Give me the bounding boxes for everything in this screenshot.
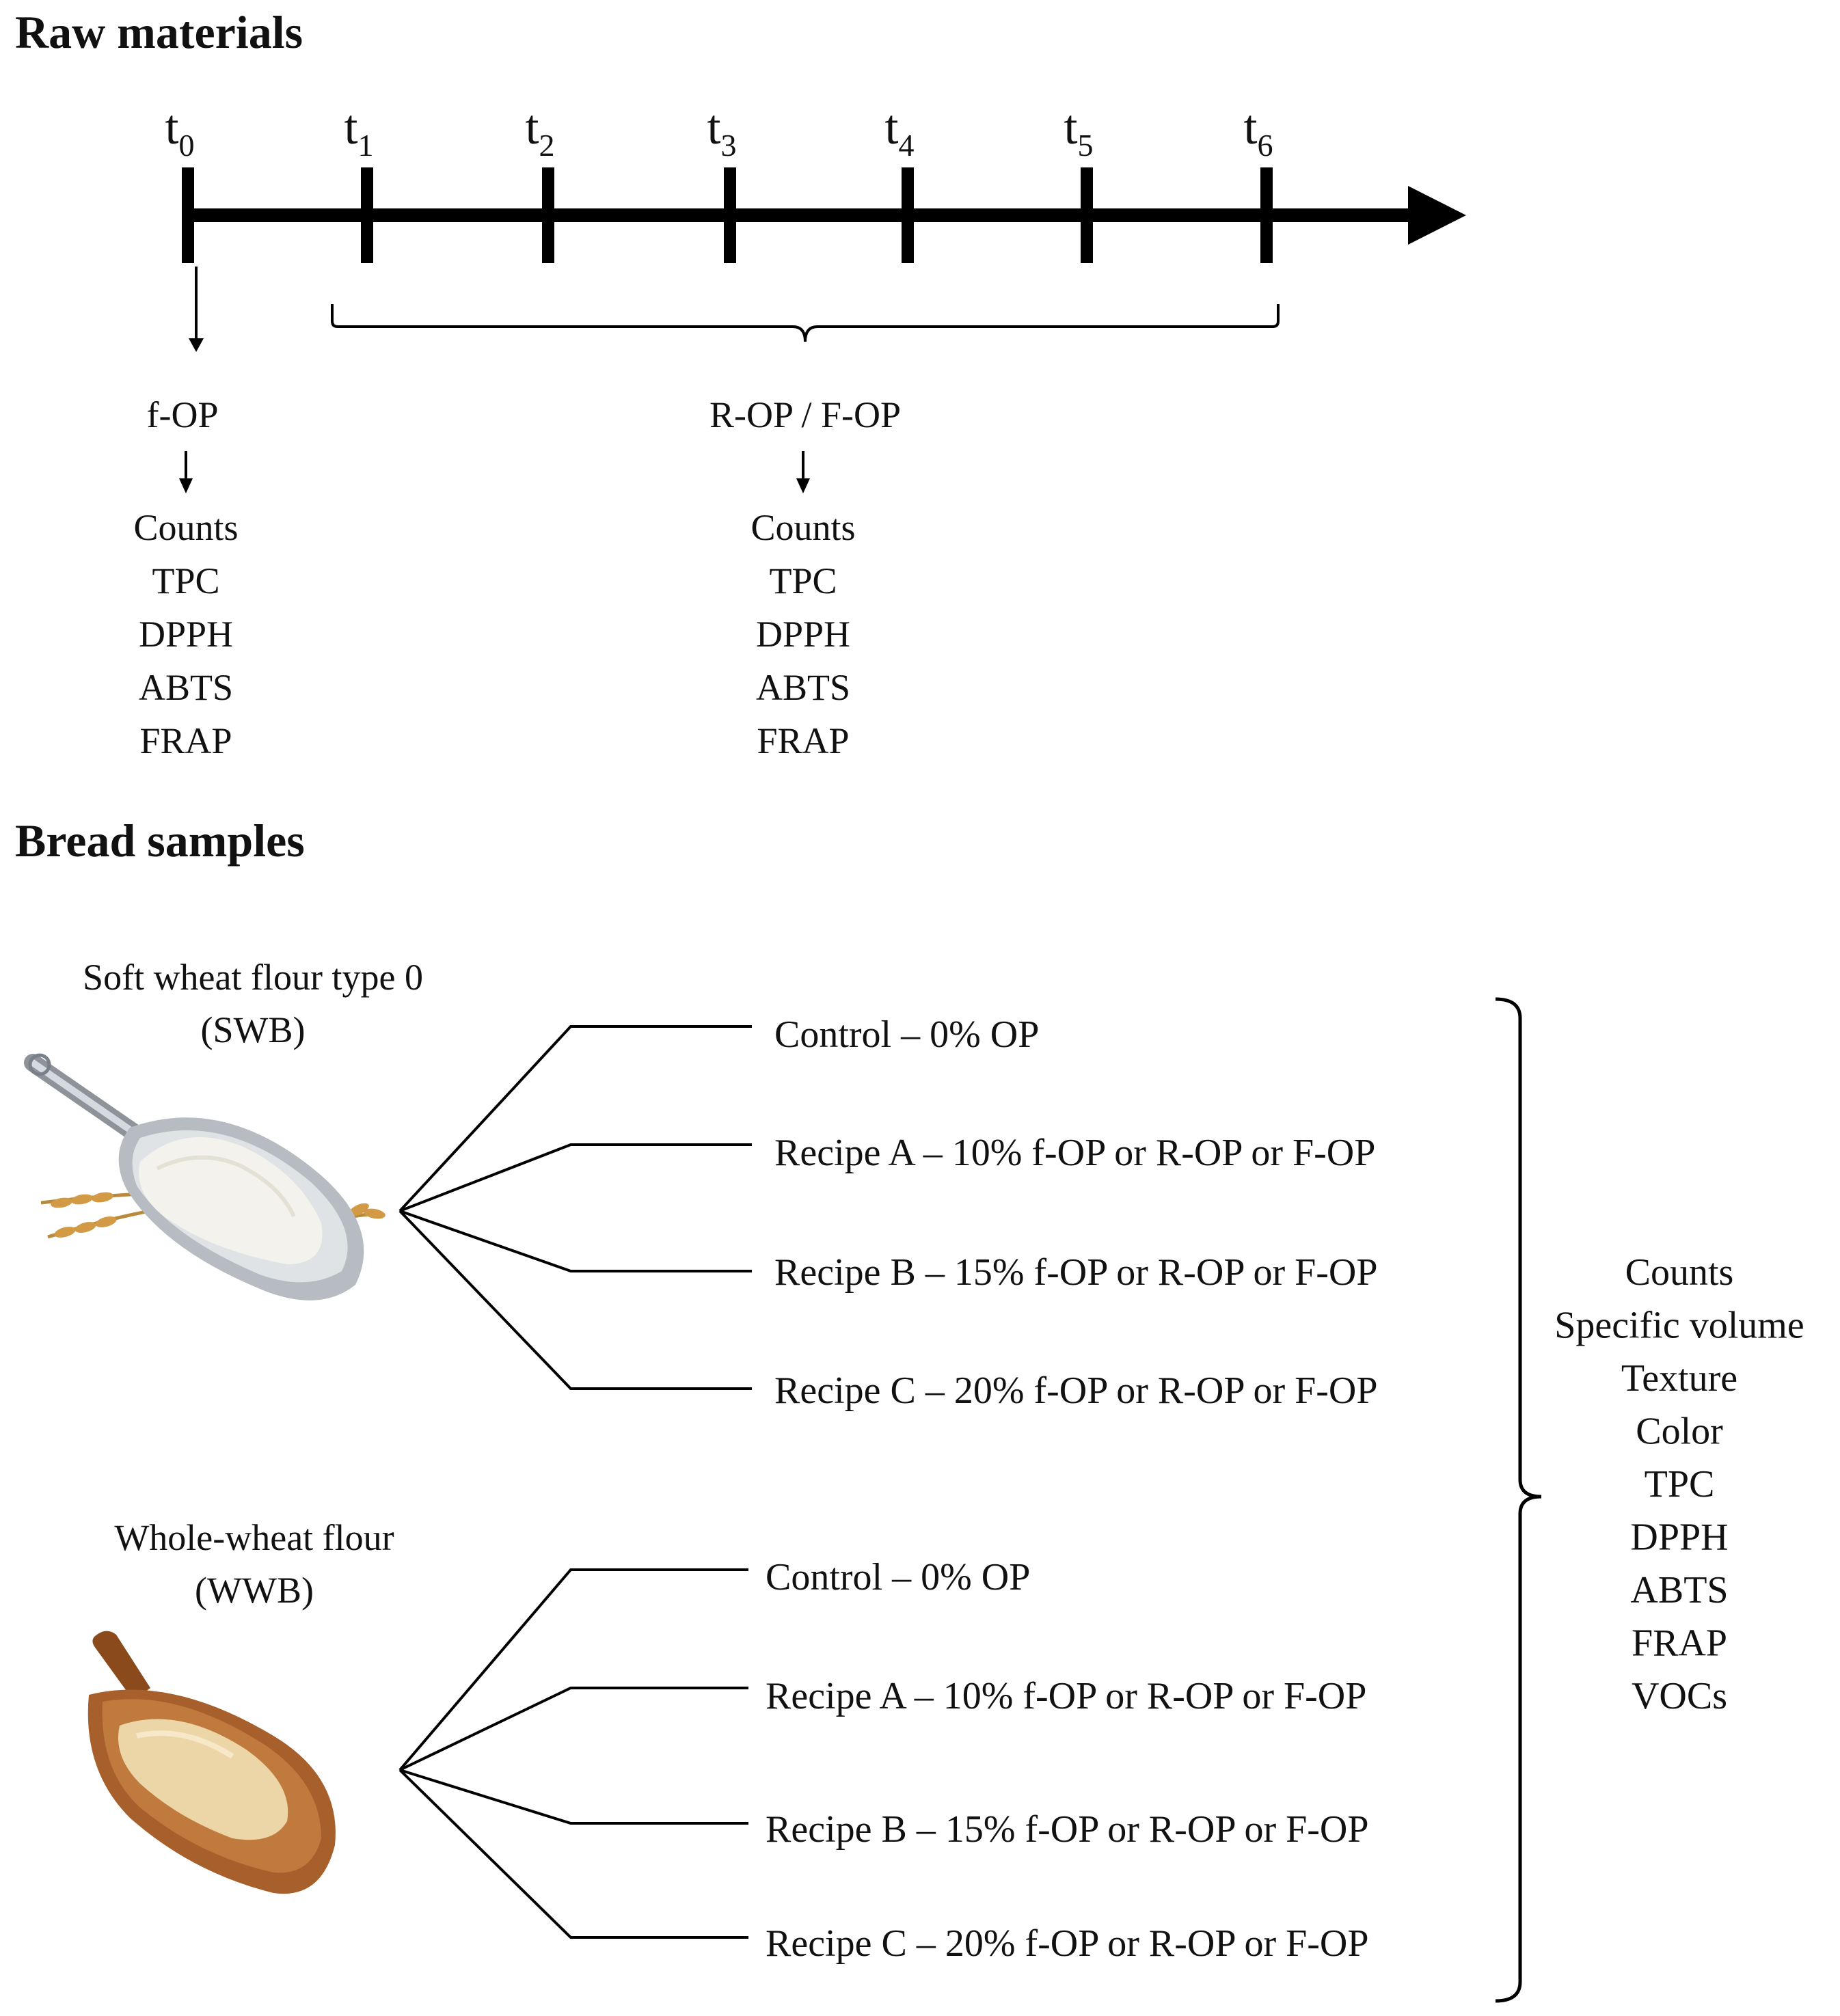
bread-analysis-0: Counts — [1625, 1251, 1734, 1294]
swb-recipe-list: Control – 0% OP Recipe A – 10% f-OP or R-… — [774, 1013, 1377, 1412]
bread-analysis-2: Texture — [1621, 1357, 1737, 1400]
bread-analysis-8: VOCs — [1632, 1675, 1727, 1717]
stored-op-analysis-2: DPPH — [756, 614, 850, 655]
bread-analysis-7: FRAP — [1632, 1622, 1727, 1665]
stored-op-analysis-0: Counts — [750, 507, 855, 548]
t1-t6-bracket — [331, 304, 1280, 342]
fresh-op-analysis-0: Counts — [133, 507, 238, 548]
bread-analysis-1: Specific volume — [1554, 1305, 1804, 1347]
stored-op-arrow — [796, 451, 810, 493]
swb-recipe-2: Recipe B – 15% f-OP or R-OP or F-OP — [774, 1251, 1377, 1294]
fresh-op-analysis-1: TPC — [152, 560, 219, 601]
fresh-op-analysis-3: ABTS — [139, 667, 233, 708]
timepoint-label-6: t6 — [1243, 100, 1273, 163]
fresh-op-analysis-2: DPPH — [139, 614, 233, 655]
swb-flour-name: Soft wheat flour type 0 — [83, 957, 423, 998]
wwb-flour-name: Whole-wheat flour — [114, 1517, 394, 1558]
bread-samples-heading: Bread samples — [15, 815, 305, 867]
wwb-branches — [398, 1568, 748, 1939]
fresh-op-label: f-OP — [147, 394, 219, 435]
wwb-recipe-0: Control – 0% OP — [766, 1556, 1030, 1598]
bread-analysis-4: TPC — [1645, 1463, 1715, 1506]
timepoint-label-0: t0 — [165, 100, 194, 163]
timeline-labels: t0 t1 t2 t3 t4 t5 t6 — [165, 100, 1273, 163]
timeline: t0 t1 t2 t3 t4 t5 t6 — [165, 100, 1466, 263]
fresh-op-arrow — [179, 451, 193, 493]
timepoint-label-4: t4 — [884, 100, 914, 163]
bread-analysis-5: DPPH — [1630, 1516, 1728, 1559]
swb-flour-code: (SWB) — [201, 1009, 306, 1050]
wwb-recipe-3: Recipe C – 20% f-OP or R-OP or F-OP — [766, 1922, 1368, 1965]
t0-arrow — [189, 267, 204, 352]
wwb-recipe-list: Control – 0% OP Recipe A – 10% f-OP or R-… — [766, 1556, 1368, 1965]
bread-analysis-3: Color — [1636, 1411, 1723, 1453]
wwb-recipe-2: Recipe B – 15% f-OP or R-OP or F-OP — [766, 1808, 1368, 1851]
fresh-op-analysis-4: FRAP — [139, 720, 232, 761]
swb-flour-scoop-image — [24, 1053, 385, 1300]
swb-recipe-1: Recipe A – 10% f-OP or R-OP or F-OP — [774, 1132, 1375, 1174]
swb-recipe-3: Recipe C – 20% f-OP or R-OP or F-OP — [774, 1370, 1377, 1412]
bread-analysis-6: ABTS — [1630, 1569, 1728, 1611]
timeline-ticks — [182, 167, 1273, 263]
stored-op-analysis-4: FRAP — [757, 720, 849, 761]
timepoint-label-3: t3 — [707, 100, 736, 163]
stored-op-label: R-OP / F-OP — [709, 394, 901, 435]
wwb-flour-code: (WWB) — [195, 1570, 314, 1611]
raw-materials-heading: Raw materials — [15, 6, 303, 58]
wwb-recipe-1: Recipe A – 10% f-OP or R-OP or F-OP — [766, 1675, 1366, 1717]
wwb-flour-scoop-image — [87, 1631, 336, 1894]
timeline-arrowhead — [1408, 186, 1466, 245]
swb-branches — [398, 1025, 752, 1390]
stored-op-analysis-3: ABTS — [756, 667, 850, 708]
stored-op-analysis-1: TPC — [769, 560, 837, 601]
timepoint-label-2: t2 — [525, 100, 554, 163]
analyses-brace — [1495, 997, 1542, 2003]
timepoint-label-5: t5 — [1064, 100, 1093, 163]
timepoint-label-1: t1 — [344, 100, 373, 163]
swb-recipe-0: Control – 0% OP — [774, 1013, 1039, 1056]
